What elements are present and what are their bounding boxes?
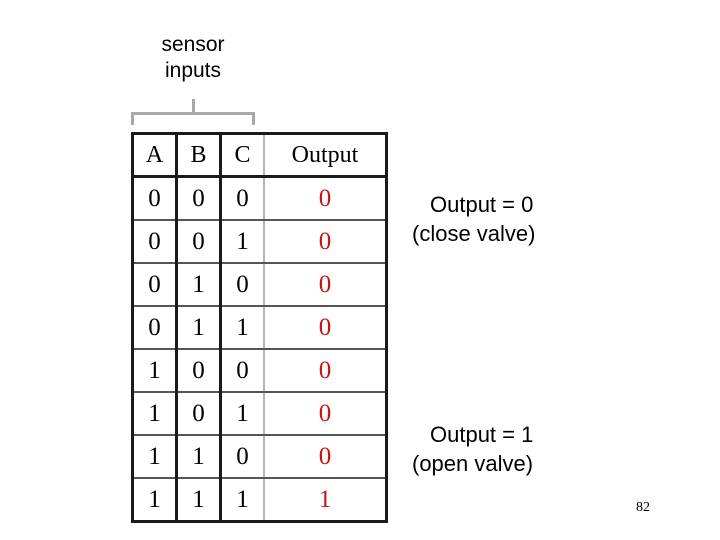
annotation-output-one-line-1: Output = 1 (430, 422, 534, 447)
table-header-row: A B C Output (132, 133, 387, 178)
cell-c: 1 (220, 306, 265, 350)
annotation-output-zero-line-1: Output = 0 (430, 192, 534, 217)
annotation-output-one: Output = 1 (open valve) (412, 420, 533, 478)
cell-b: 0 (176, 392, 222, 436)
caption-line-1: sensor (161, 33, 225, 56)
cell-c: 0 (220, 349, 265, 393)
table-row: 1 1 1 1 (132, 478, 387, 522)
annotation-output-zero: Output = 0 (close valve) (412, 190, 535, 248)
cell-output: 0 (264, 435, 387, 479)
truth-table: A B C Output 0 0 0 0 0 0 1 0 0 1 0 (131, 132, 388, 523)
cell-c: 0 (220, 263, 265, 307)
sensor-inputs-caption: sensor inputs (128, 32, 258, 84)
cell-a: 1 (132, 435, 178, 479)
table-row: 1 0 1 0 (132, 392, 387, 436)
cell-output: 0 (264, 220, 387, 264)
input-group-bracket (131, 112, 255, 125)
cell-a: 1 (132, 478, 178, 522)
cell-b: 1 (176, 306, 222, 350)
header-cell-b: B (176, 133, 222, 178)
cell-a: 0 (132, 263, 178, 307)
cell-output: 0 (264, 349, 387, 393)
cell-a: 0 (132, 306, 178, 350)
cell-a: 1 (132, 392, 178, 436)
cell-c: 0 (220, 435, 265, 479)
table-row: 0 1 1 0 (132, 306, 387, 350)
cell-output: 0 (264, 392, 387, 436)
cell-b: 0 (176, 176, 222, 221)
cell-b: 1 (176, 263, 222, 307)
cell-c: 1 (220, 392, 265, 436)
caption-line-2: inputs (164, 59, 222, 82)
cell-output: 0 (264, 306, 387, 350)
header-cell-c: C (220, 133, 265, 178)
cell-b: 1 (176, 435, 222, 479)
header-cell-output: Output (264, 133, 387, 178)
cell-output: 0 (264, 176, 387, 221)
cell-a: 0 (132, 176, 178, 221)
cell-b: 0 (176, 220, 222, 264)
table-row: 0 0 1 0 (132, 220, 387, 264)
cell-a: 1 (132, 349, 178, 393)
cell-a: 0 (132, 220, 178, 264)
table-row: 1 1 0 0 (132, 435, 387, 479)
cell-c: 1 (220, 478, 265, 522)
cell-c: 1 (220, 220, 265, 264)
annotation-output-zero-line-2: (close valve) (412, 221, 536, 246)
cell-output: 0 (264, 263, 387, 307)
table-body: 0 0 0 0 0 0 1 0 0 1 0 0 0 1 1 0 (132, 176, 387, 522)
table-row: 1 0 0 0 (132, 349, 387, 393)
cell-b: 1 (176, 478, 222, 522)
table-row: 0 0 0 0 (132, 176, 387, 221)
annotation-output-one-line-2: (open valve) (412, 451, 534, 476)
cell-c: 0 (220, 176, 265, 221)
cell-output: 1 (264, 478, 387, 522)
page-number: 82 (636, 500, 650, 515)
cell-b: 0 (176, 349, 222, 393)
table-header: A B C Output (132, 133, 387, 178)
header-cell-a: A (132, 133, 178, 178)
table-row: 0 1 0 0 (132, 263, 387, 307)
bracket-stem (192, 99, 195, 113)
